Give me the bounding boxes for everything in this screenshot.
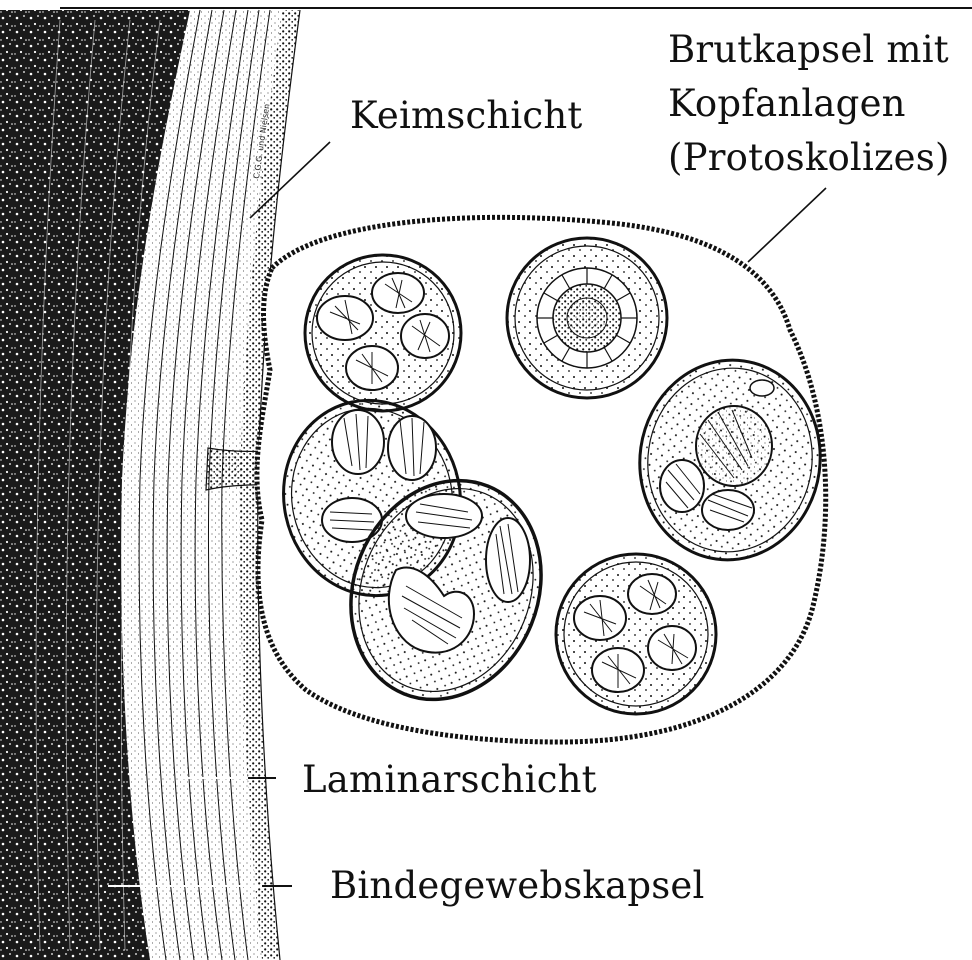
brutkapsel-leader [748,188,826,262]
label-brutkapsel-line1: Brutkapsel mit [668,28,949,72]
protoscolex [556,554,716,714]
label-laminarschicht: Laminarschicht [302,758,597,802]
label-bindegewebskapsel: Bindegewebskapsel [330,864,705,908]
label-brutkapsel-line2: Kopfanlagen [668,82,906,126]
label-brutkapsel-line3: (Protoskolizes) [668,136,950,180]
protoscolex [507,238,667,398]
protoscolex [305,255,461,411]
label-keimschicht: Keimschicht [350,94,582,138]
